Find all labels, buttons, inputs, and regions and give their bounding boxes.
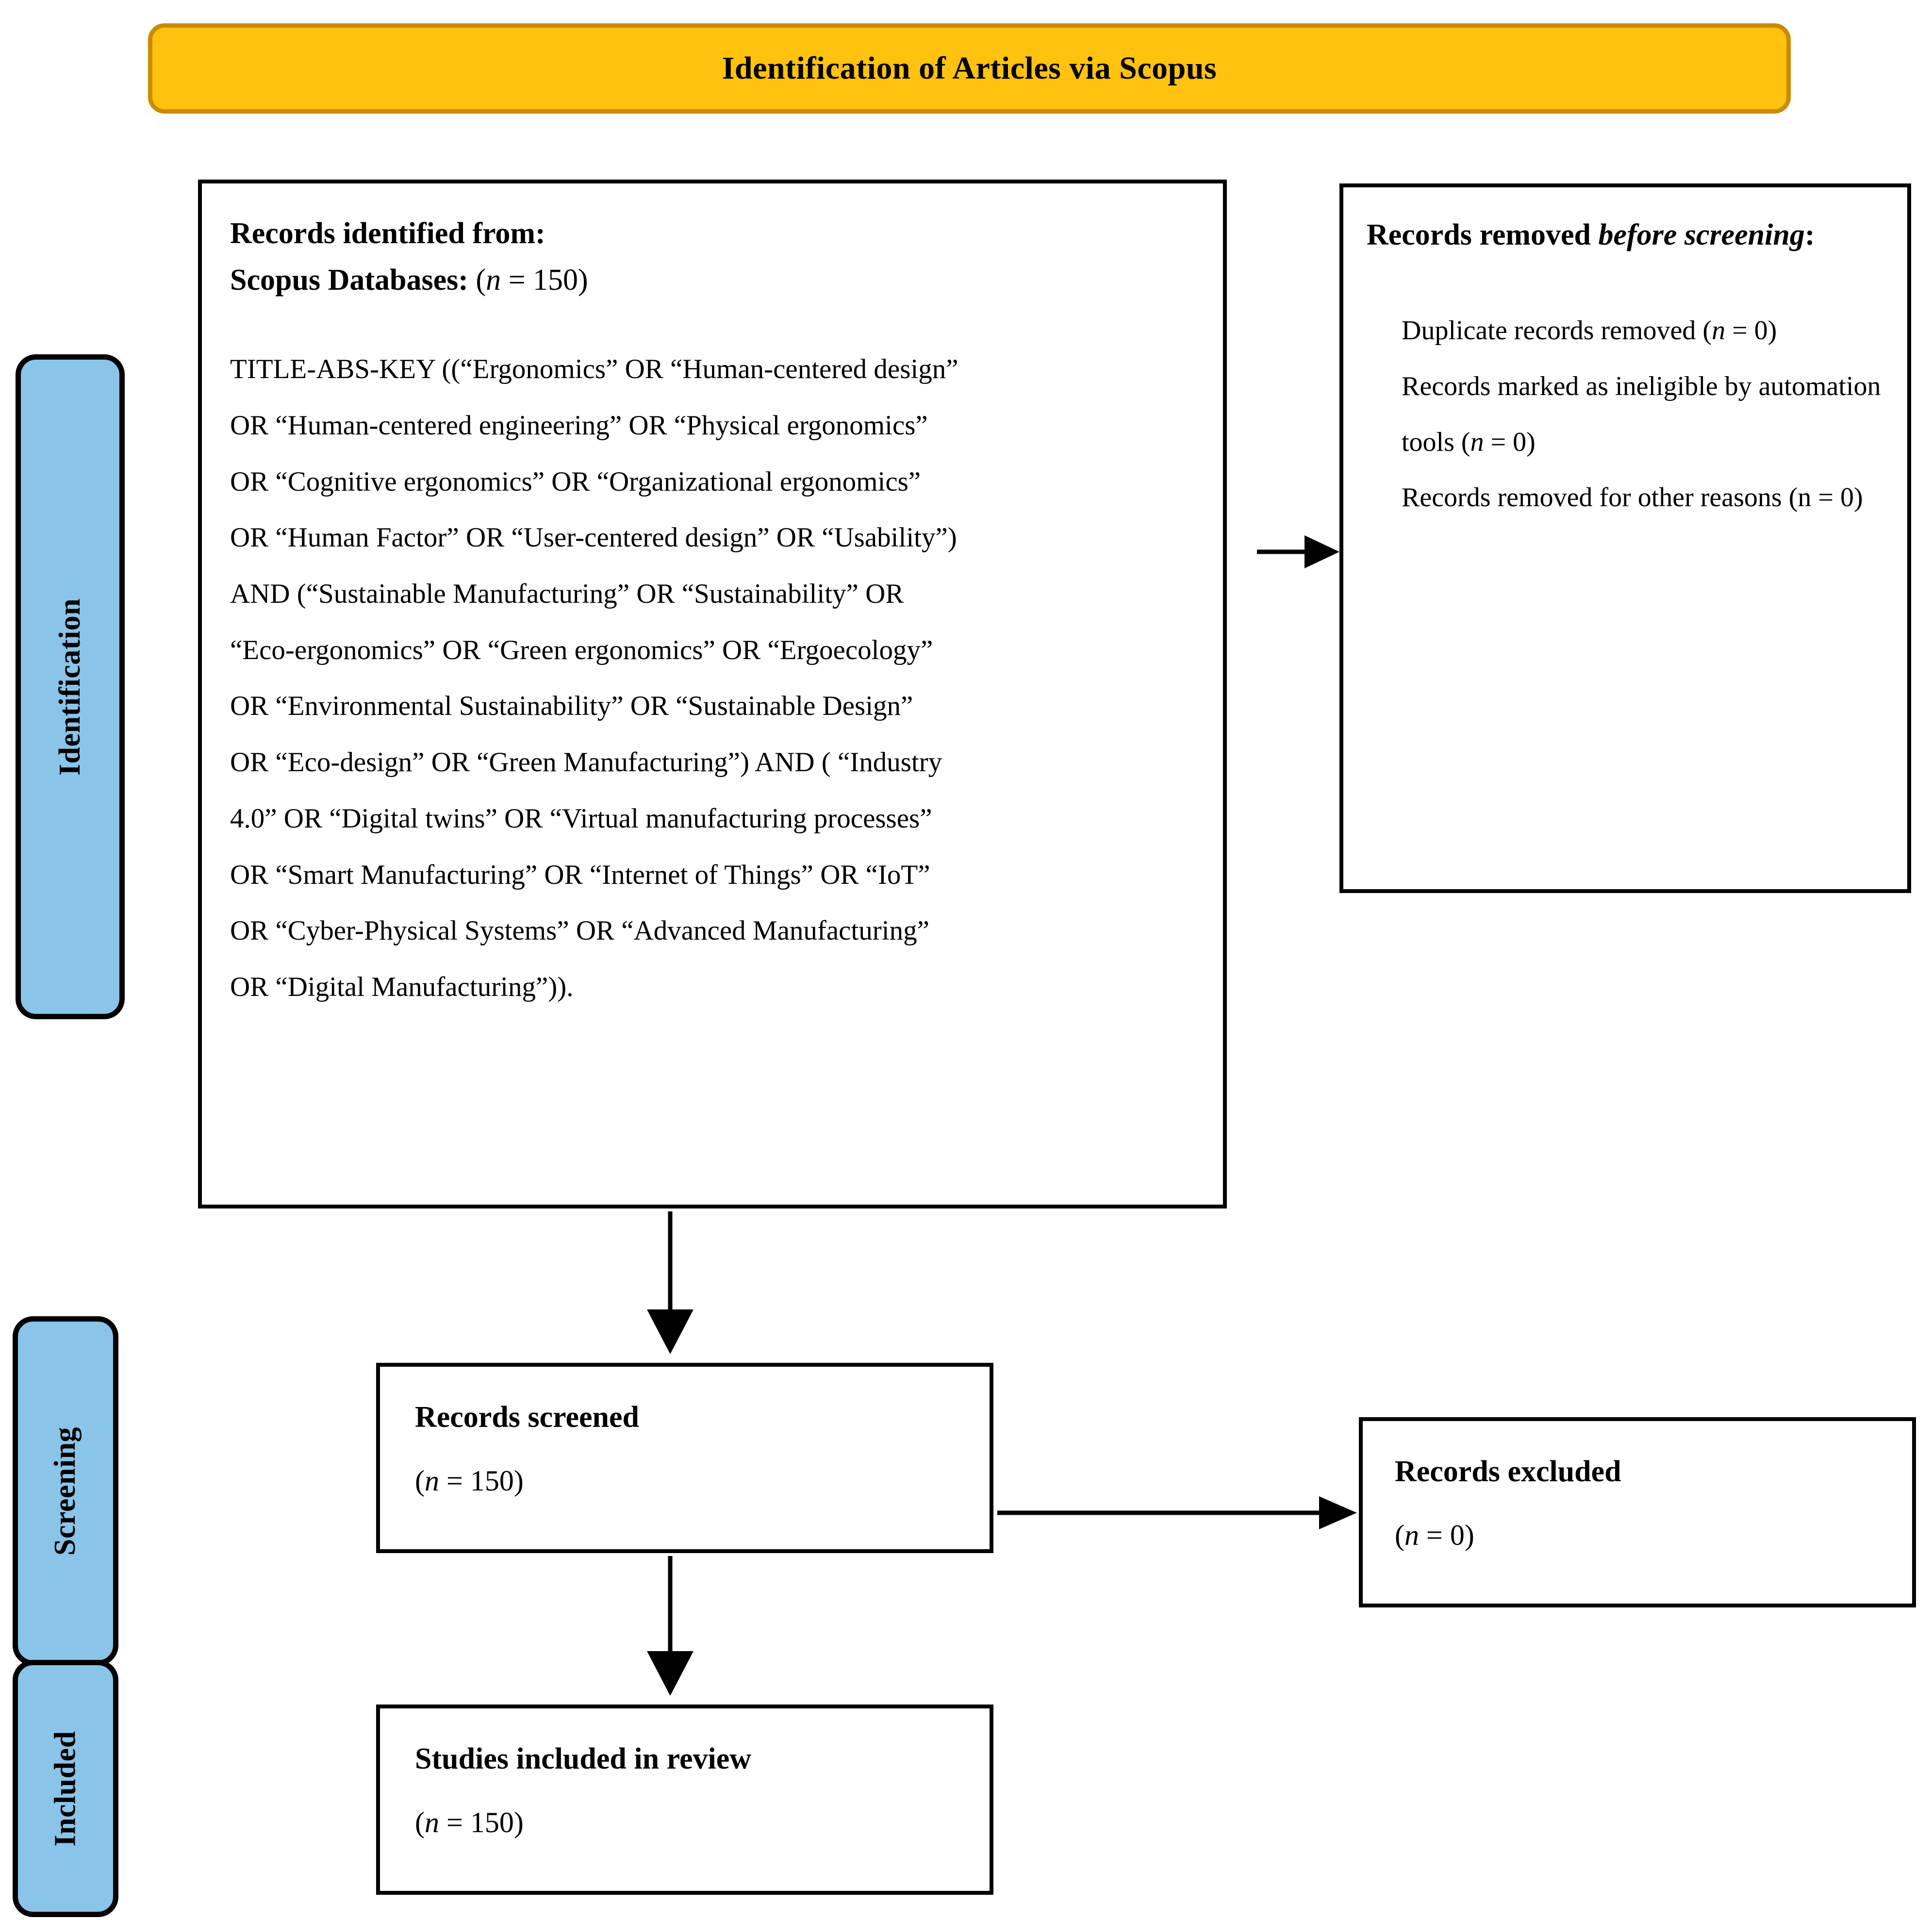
query-line: OR “Smart Manufacturing” OR “Internet of…: [230, 859, 930, 890]
records-removed-box: Records removed before screening: Duplic…: [1339, 183, 1911, 893]
list-item: Duplicate records removed (n = 0): [1402, 303, 1884, 359]
query-line: OR “Environmental Sustainability” OR “Su…: [230, 691, 913, 722]
count-open: (: [415, 1806, 425, 1839]
records-excluded-box: Records excluded (n = 0): [1359, 1417, 1916, 1607]
count-rest: = 0): [1419, 1519, 1474, 1552]
records-screened-heading: Records screened: [415, 1401, 640, 1434]
records-removed-heading-prefix: Records removed: [1367, 218, 1599, 251]
records-identified-heading: Records identified from:: [230, 217, 545, 250]
studies-included-heading: Studies included in review: [415, 1742, 752, 1775]
search-query-text: TITLE-ABS-KEY ((“Ergonomics” OR “Human-c…: [230, 341, 1195, 1015]
count-n: n: [424, 1806, 439, 1839]
stage-label-identification: Identification: [16, 354, 125, 1019]
arrow-screened-to-studies: [647, 1556, 694, 1696]
stage-label-text: Included: [49, 1730, 82, 1847]
count-open: (: [415, 1465, 425, 1497]
studies-included-count: (n = 150): [415, 1801, 990, 1844]
query-line: OR “Digital Manufacturing”)).: [230, 971, 574, 1002]
list-item-n: n: [1470, 427, 1484, 457]
query-line: TITLE-ABS-KEY ((“Ergonomics” OR “Human-c…: [230, 354, 958, 385]
scopus-count-n: n: [486, 264, 501, 297]
scopus-count-rest: = 150): [501, 264, 588, 297]
query-line: OR “Human Factor” OR “User-centered desi…: [230, 522, 957, 553]
query-line: OR “Human-centered engineering” OR “Phys…: [230, 410, 928, 441]
records-removed-heading-suffix: :: [1804, 218, 1815, 251]
query-line: AND (“Sustainable Manufacturing” OR “Sus…: [230, 579, 904, 609]
query-line: “Eco-ergonomics” OR “Green ergonomics” O…: [230, 634, 933, 665]
records-identified-box: Records identified from: Scopus Database…: [198, 180, 1227, 1208]
count-open: (: [1395, 1519, 1404, 1552]
query-line: OR “Eco-design” OR “Green Manufacturing”…: [230, 747, 942, 778]
list-item: Records marked as ineligible by automati…: [1402, 359, 1884, 470]
records-removed-heading-emphasis: before screening: [1598, 218, 1805, 251]
list-item-text-after: = 0): [1725, 315, 1777, 346]
query-line: OR “Cognitive ergonomics” OR “Organizati…: [230, 466, 921, 497]
list-item-text-before: Duplicate records removed (: [1402, 315, 1712, 346]
count-n: n: [424, 1465, 439, 1497]
list-item-text-after: = 0): [1484, 427, 1536, 457]
count-rest: = 150): [439, 1806, 524, 1839]
header-banner: Identification of Articles via Scopus: [148, 23, 1791, 114]
records-screened-count: (n = 150): [415, 1459, 990, 1503]
records-excluded-heading: Records excluded: [1395, 1455, 1621, 1488]
stage-label-text: Screening: [49, 1426, 82, 1556]
arrow-identified-to-screened: [647, 1211, 694, 1354]
count-n: n: [1404, 1519, 1419, 1552]
scopus-databases-line: Scopus Databases: (n = 150): [230, 257, 1195, 303]
scopus-databases-label: Scopus Databases:: [230, 264, 468, 297]
stage-label-included: Included: [13, 1660, 118, 1917]
arrow-screened-to-excluded: [997, 1496, 1357, 1529]
stage-label-text: Identification: [53, 598, 87, 776]
scopus-count-open: (: [476, 264, 486, 297]
arrow-identified-to-removed: [1257, 535, 1339, 568]
query-line: OR “Cyber-Physical Systems” OR “Advanced…: [230, 915, 929, 946]
stage-label-screening: Screening: [13, 1316, 118, 1666]
list-item-text-before: Records removed for other reasons (n = 0…: [1402, 482, 1863, 513]
records-excluded-count: (n = 0): [1395, 1513, 1912, 1557]
count-rest: = 150): [439, 1465, 524, 1497]
list-item: Records removed for other reasons (n = 0…: [1402, 470, 1884, 526]
records-screened-box: Records screened (n = 150): [376, 1363, 993, 1553]
records-removed-heading: Records removed before screening:: [1367, 212, 1884, 258]
list-item-n: n: [1712, 315, 1726, 346]
list-item-text-before: Records marked as ineligible by automati…: [1402, 371, 1881, 457]
page-title: Identification of Articles via Scopus: [722, 50, 1217, 86]
query-line: 4.0” OR “Digital twins” OR “Virtual manu…: [230, 803, 932, 834]
records-removed-list: Duplicate records removed (n = 0) Record…: [1402, 303, 1884, 526]
studies-included-box: Studies included in review (n = 150): [376, 1705, 993, 1895]
